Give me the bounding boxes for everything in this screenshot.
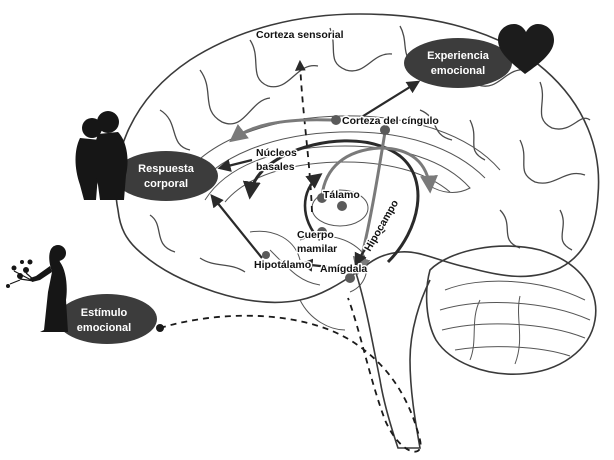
label-nucleos-line2: basales — [256, 161, 295, 173]
label-cuerpo-line2: mamilar — [297, 243, 337, 255]
label-corteza-cingulo: Corteza del cíngulo — [342, 115, 439, 127]
badge-experiencia-line2: emocional — [431, 65, 485, 77]
badge-respuesta-line1: Respuesta — [138, 163, 195, 175]
basal-nuclei-to-response-arrow — [220, 160, 252, 168]
badge-estimulo: Estímulo emocional — [57, 294, 157, 344]
thalamus-node-2 — [337, 201, 347, 211]
hypothalamus-to-response-arrow — [212, 196, 262, 258]
badge-respuesta: Respuesta corporal — [114, 151, 218, 201]
label-nucleos-line1: Núcleos — [256, 147, 297, 159]
label-cuerpo-line1: Cuerpo — [297, 229, 334, 241]
badge-respuesta-line2: corporal — [144, 178, 188, 190]
label-talamo: Tálamo — [323, 189, 360, 201]
woman-with-flowers-silhouette-icon — [6, 245, 68, 332]
cerebellum-outline — [427, 246, 596, 374]
cingulate-loop-arrow — [232, 120, 332, 140]
badge-experiencia: Experiencia emocional — [404, 38, 512, 88]
hypothalamus-node — [262, 251, 270, 259]
brain-illustration — [116, 14, 599, 448]
badge-estimulo-line2: emocional — [77, 322, 131, 334]
sensory-path-arrow — [300, 62, 312, 212]
couple-silhouette-icon — [76, 111, 128, 200]
cingulate-to-experience-arrow — [360, 82, 418, 118]
stimulus-path-arrow — [160, 298, 421, 452]
stimulus-node — [156, 324, 164, 332]
badge-estimulo-line1: Estímulo — [81, 307, 128, 319]
badge-experiencia-line1: Experiencia — [427, 50, 490, 62]
label-hipotalamo: Hipotálamo — [254, 259, 311, 271]
cingulate-node — [331, 115, 341, 125]
label-amigdala: Amígdala — [320, 263, 367, 275]
label-corteza-sensorial: Corteza sensorial — [256, 29, 344, 41]
